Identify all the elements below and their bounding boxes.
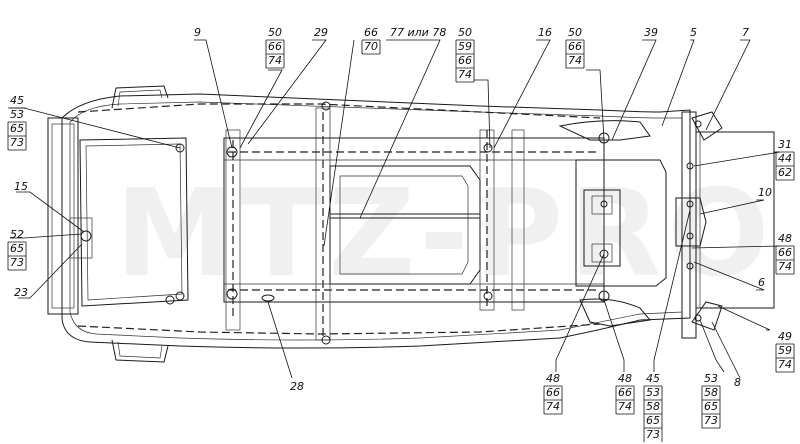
stack-48r: 48 66 74	[775, 232, 795, 275]
callout-8: 8	[734, 376, 741, 389]
callout-28: 28	[290, 380, 304, 393]
svg-text:73: 73	[10, 256, 24, 269]
svg-text:44: 44	[778, 152, 792, 165]
svg-text:65: 65	[704, 400, 718, 413]
svg-text:73: 73	[704, 414, 718, 427]
svg-text:65: 65	[646, 414, 660, 427]
svg-text:50: 50	[568, 26, 582, 39]
svg-text:49: 49	[778, 330, 792, 343]
svg-text:74: 74	[458, 68, 472, 81]
stack-52: 52 65 73	[7, 228, 27, 271]
cab-inner-outline	[69, 101, 683, 341]
svg-text:74: 74	[268, 54, 282, 67]
svg-text:58: 58	[704, 386, 718, 399]
svg-text:59: 59	[778, 344, 792, 357]
stack-49: 49 59 74	[775, 330, 795, 373]
lower-hinge	[691, 301, 723, 331]
callouts: 9 29 77 или 78 16 39 5 7 15 23 28 10 6 8	[14, 26, 772, 393]
svg-text:74: 74	[568, 54, 582, 67]
svg-text:45: 45	[646, 372, 660, 385]
stack-45a: 45 53 65 73	[7, 94, 27, 151]
callout-7: 7	[742, 26, 749, 39]
svg-text:62: 62	[778, 166, 792, 179]
svg-text:58: 58	[646, 400, 660, 413]
left-hatch	[79, 137, 189, 307]
rear-fender-bottom	[579, 298, 651, 327]
callout-10: 10	[758, 186, 772, 199]
rear-latch	[675, 197, 707, 247]
callout-29: 29	[314, 26, 328, 39]
svg-text:66: 66	[268, 40, 282, 53]
svg-text:52: 52	[10, 228, 24, 241]
svg-text:74: 74	[546, 400, 560, 413]
svg-text:66: 66	[568, 40, 582, 53]
callout-23: 23	[14, 286, 28, 299]
bottom-handrail	[111, 339, 169, 363]
svg-text:74: 74	[778, 358, 792, 371]
svg-text:65: 65	[10, 122, 24, 135]
svg-text:48: 48	[618, 372, 632, 385]
top-rail	[77, 103, 601, 119]
center-tunnel	[329, 165, 481, 285]
svg-text:73: 73	[10, 136, 24, 149]
top-handrail	[111, 85, 169, 109]
rear-wall	[695, 131, 775, 309]
svg-text:66: 66	[618, 386, 632, 399]
stack-50b: 50 59 66 74	[455, 26, 475, 83]
stack-31: 31 44 62	[775, 138, 795, 181]
callout-15: 15	[14, 180, 28, 193]
rear-fender-top	[558, 120, 651, 141]
svg-text:50: 50	[268, 26, 282, 39]
main-frame	[223, 137, 605, 303]
svg-text:66: 66	[458, 54, 472, 67]
svg-text:53: 53	[10, 108, 24, 121]
upper-hinge	[691, 111, 723, 141]
stack-66a: 66 70	[361, 26, 381, 55]
svg-text:48: 48	[778, 232, 792, 245]
svg-text:74: 74	[778, 260, 792, 273]
callout-5: 5	[690, 26, 697, 39]
svg-text:48: 48	[546, 372, 560, 385]
svg-text:65: 65	[10, 242, 24, 255]
svg-text:59: 59	[458, 40, 472, 53]
stack-45b: 45 53 58 65 73	[643, 372, 663, 442]
svg-text:73: 73	[646, 428, 660, 441]
callout-16: 16	[538, 26, 552, 39]
svg-text:31: 31	[778, 138, 792, 151]
svg-text:66: 66	[364, 26, 378, 39]
svg-text:66: 66	[546, 386, 560, 399]
stack-48b1: 48 66 74	[543, 372, 563, 415]
rear-plate	[583, 189, 621, 267]
stack-48b2: 48 66 74	[615, 372, 635, 415]
svg-text:53: 53	[704, 372, 718, 385]
stack-50a: 50 66 74	[265, 26, 285, 69]
callout-9: 9	[194, 26, 201, 39]
svg-text:50: 50	[458, 26, 472, 39]
svg-text:66: 66	[778, 246, 792, 259]
callout-77-78: 77 или 78	[390, 26, 446, 39]
callout-6: 6	[758, 276, 765, 289]
svg-text:70: 70	[364, 40, 378, 53]
frame-member-left	[225, 129, 241, 331]
rear-bracket	[575, 159, 667, 287]
svg-text:53: 53	[646, 386, 660, 399]
stack-53: 53 58 65 73	[701, 372, 721, 429]
stack-50c: 50 66 74	[565, 26, 585, 69]
frame-member-3	[511, 129, 525, 311]
cab-outline	[61, 93, 691, 349]
svg-text:45: 45	[10, 94, 24, 107]
svg-text:74: 74	[618, 400, 632, 413]
callout-39: 39	[644, 26, 658, 39]
bottom-rail	[77, 323, 601, 335]
